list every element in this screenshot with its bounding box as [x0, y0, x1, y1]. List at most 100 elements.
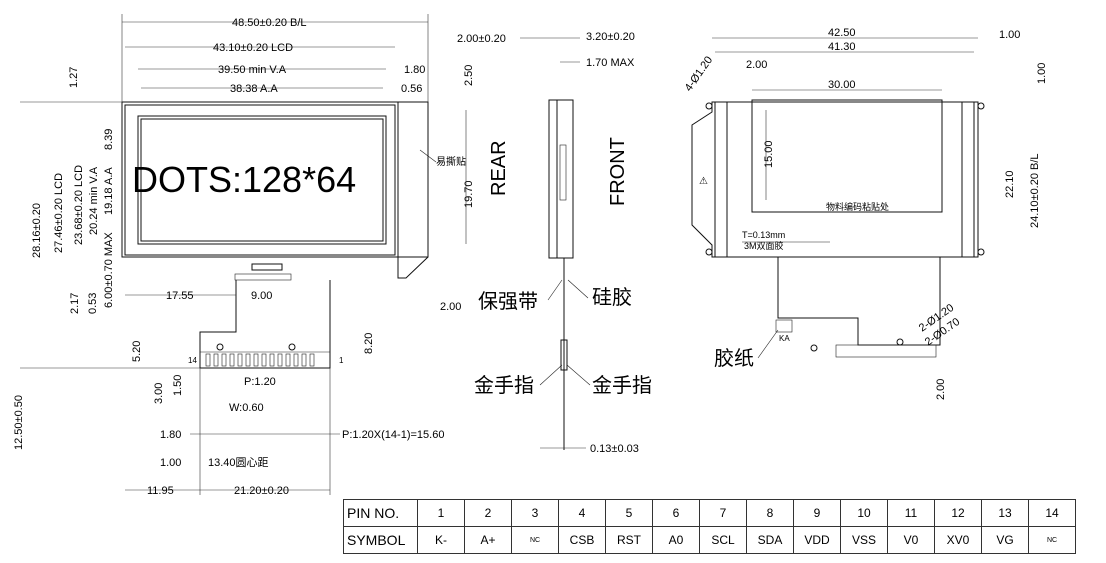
dim-28-16: 28.16±0.20: [31, 203, 43, 258]
dim-1-50: 1.50: [172, 375, 184, 396]
ka-label: KA: [779, 334, 790, 343]
rear-label: REAR: [488, 140, 510, 196]
dim-9-00: 9.00: [251, 290, 272, 302]
side-glass: [548, 99, 558, 259]
pin-header: PIN NO.: [343, 499, 418, 527]
pin-cell: 3: [511, 499, 559, 527]
rear-hatch-left: [714, 101, 728, 258]
dim-1-80b: 1.80: [160, 429, 181, 441]
pin-cell: 5: [605, 499, 653, 527]
dim-19-70: 19.70: [463, 180, 475, 208]
dim-2-17: 2.17: [69, 293, 81, 314]
dim-22-10: 22.10: [1004, 170, 1016, 198]
fpc-bond: [234, 273, 292, 281]
rear-label-area: [751, 99, 943, 213]
dim-42-50: 42.50: [828, 27, 856, 39]
pin-cell: 9: [793, 499, 841, 527]
dim-1-00-rear-b: 1.00: [1036, 63, 1048, 84]
viewing-area: [137, 115, 387, 245]
pin-cell: 13: [981, 499, 1029, 527]
symbol-cell: A+: [464, 526, 512, 554]
symbol-cell: VDD: [793, 526, 841, 554]
ic-chip: [251, 263, 283, 271]
symbol-cell: A0: [652, 526, 700, 554]
dim-8-39: 8.39: [103, 129, 115, 150]
pin-row: PIN NO. 1 2 3 4 5 6 7 8 9 10 11 12 13 14: [343, 499, 1076, 527]
symbol-cell: K-: [417, 526, 465, 554]
pin-cell: 11: [887, 499, 935, 527]
rear-view: ⚠ 42.50 41.30 1.00 1.00 4-Ø1.20 2.00 30.…: [683, 27, 1048, 400]
dim-1-00-rear: 1.00: [999, 29, 1020, 41]
dim-pitch-total: P:1.20X(14-1)=15.60: [342, 429, 444, 441]
guijiao-label: 硅胶: [592, 286, 632, 309]
dim-3-00: 3.00: [153, 383, 165, 404]
side-view: 2.00±0.20 3.20±0.20 1.70 MAX REAR FRONT …: [457, 31, 652, 455]
pin-cell: 2: [464, 499, 512, 527]
symbol-row: SYMBOL K- A+ NC CSB RST A0 SCL SDA VDD V…: [343, 526, 1076, 554]
pin-1-label: 1: [339, 356, 344, 365]
dim-11-95: 11.95: [147, 485, 174, 497]
dim-bl-width: 48.50±0.20 B/L: [232, 17, 307, 29]
dim-13-40: 13.40圆心距: [208, 456, 269, 469]
symbol-cell: SDA: [746, 526, 794, 554]
pin-14-label: 14: [188, 356, 197, 365]
dim-2-00-rear: 2.00: [746, 59, 767, 71]
barcode-area-label: 物料编码粘贴处: [826, 201, 889, 212]
dim-3-20: 3.20±0.20: [586, 31, 635, 43]
front-label: FRONT: [607, 137, 629, 206]
front-view: DOTS:128*64 易撕贴 14 1: [13, 14, 475, 497]
pin-table: PIN NO. 1 2 3 4 5 6 7 8 9 10 11 12 13 14…: [343, 499, 1076, 554]
pin-cell: 1: [417, 499, 465, 527]
pin-cell: 8: [746, 499, 794, 527]
symbol-cell: SCL: [699, 526, 747, 554]
lcd-outline: [124, 104, 396, 256]
dim-23-68: 23.68±0.20 LCD: [73, 165, 85, 245]
gold-finger-right: 金手指: [592, 374, 652, 397]
dim-6-00: 6.00±0.70 MAX: [103, 232, 115, 308]
dots-label: DOTS:128*64: [132, 159, 356, 200]
dim-0-53: 0.53: [87, 293, 99, 314]
jiaozhi-label: 胶纸: [714, 347, 754, 370]
dim-41-30: 41.30: [828, 41, 856, 53]
dim-12-50: 12.50±0.50: [13, 395, 25, 450]
dim-0-56: 0.56: [401, 83, 422, 95]
symbol-cell: VSS: [840, 526, 888, 554]
symbol-cell: V0: [887, 526, 935, 554]
warning-icon: ⚠: [699, 176, 708, 187]
baoqiang-label: 保强带: [478, 290, 538, 313]
rear-outline: [691, 101, 979, 258]
tear-label: 易撕贴: [436, 155, 466, 168]
pin-cell: 10: [840, 499, 888, 527]
dim-2-50: 2.50: [463, 65, 475, 86]
side-backlight: [556, 99, 574, 259]
symbol-cell: VG: [981, 526, 1029, 554]
dim-1-00: 1.00: [160, 457, 181, 469]
rear-fpc: [777, 257, 941, 346]
dim-1-80: 1.80: [404, 64, 425, 76]
pin-cell: 7: [699, 499, 747, 527]
symbol-header: SYMBOL: [343, 526, 418, 554]
symbol-cell: NC: [1028, 526, 1076, 554]
tape-label: 3M双面胶: [744, 240, 784, 251]
dim-2-00-side: 2.00±0.20: [457, 33, 506, 45]
dim-holes: 4-Ø1.20: [683, 54, 716, 93]
symbol-cell: NC: [511, 526, 559, 554]
symbol-cell: XV0: [934, 526, 982, 554]
thickness-label: T=0.13mm: [742, 230, 785, 240]
rear-hatch-right: [961, 101, 975, 258]
dim-0-13: 0.13±0.03: [590, 443, 639, 455]
dim-15-00: 15.00: [763, 140, 775, 168]
dim-30-00: 30.00: [828, 79, 856, 91]
dim-20-24: 20.24 min V.A: [88, 166, 100, 235]
pin-cell: 14: [1028, 499, 1076, 527]
dim-1-70: 1.70 MAX: [586, 57, 635, 69]
pin-cell: 6: [652, 499, 700, 527]
dim-8-20: 8.20: [363, 333, 375, 354]
dim-1-27: 1.27: [68, 67, 80, 88]
dim-2-00-rear-b: 2.00: [935, 379, 947, 400]
symbol-cell: RST: [605, 526, 653, 554]
dim-pitch: P:1.20: [244, 376, 276, 388]
pin-cell: 4: [558, 499, 606, 527]
dim-21-20: 21.20±0.20: [234, 485, 289, 497]
